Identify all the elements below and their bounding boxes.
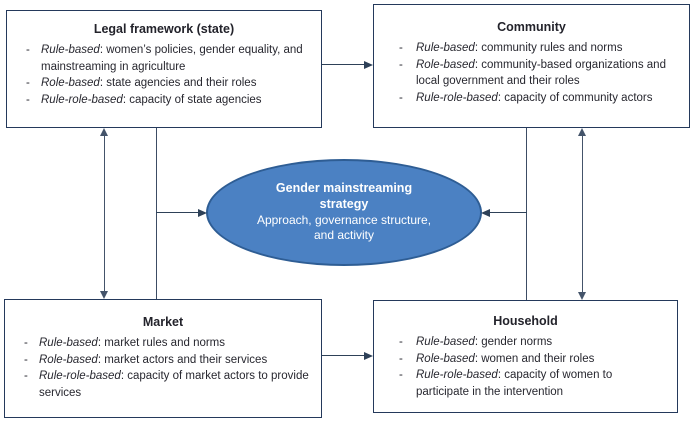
item-lead: Rule-role-based [416,369,498,381]
bullet-dash: - [399,352,403,365]
list-item: - Role-based: state agencies and their r… [19,75,309,92]
item-lead: Role-based [41,77,100,89]
strategy-ellipse: Gender mainstreaming strategy Approach, … [206,159,482,266]
item-text: : community-based organizations and loca… [416,58,666,88]
arrow-line [322,64,365,65]
item-lead: Rule-based [416,42,475,54]
list-item: - Role-based: market actors and their se… [17,352,309,369]
item-text: : capacity of women to participate in th… [416,369,613,398]
bullet-dash: - [399,369,403,381]
arrow-line [581,134,583,293]
arrowhead-right-icon [198,208,207,217]
box-title-legal-framework: Legal framework (state) [93,22,235,36]
arrowhead-left-icon [481,208,490,217]
arrow-line [490,212,527,213]
bullet-dash: - [24,337,28,349]
item-text: : women’s policies, gender equality, and… [41,44,303,73]
list-item: - Rule-role-based: capacity of market ac… [17,368,309,401]
bullet-dash: - [24,353,28,366]
item-lead: Role-based [416,352,475,365]
ellipse-title: Gender mainstreaming strategy [275,180,413,211]
item-text: : capacity of market actors to provide s… [39,370,309,399]
bullet-dash: - [26,93,30,106]
connector-line [526,128,527,300]
connector-line [156,128,157,299]
bullet-dash: - [26,44,30,56]
bullet-dash: - [26,77,30,89]
arrowhead-down-icon [99,291,108,299]
bullet-dash: - [399,42,403,54]
item-lead: Rule-based [39,337,98,349]
bullet-dash: - [399,91,403,104]
list-item: - Rule-role-based: capacity of women to … [386,367,665,400]
item-lead: Role-based [416,58,475,71]
arrow-line [156,212,199,213]
item-text: : capacity of state agencies [122,93,262,106]
item-text: : women and their roles [474,352,595,365]
arrow-line [103,134,105,292]
item-text: : capacity of community actors [497,91,653,104]
box-title-community: Community [497,20,566,34]
arrowhead-down-icon [577,292,586,300]
list-item: - Rule-role-based: capacity of state age… [19,92,309,109]
box-title-market: Market [142,315,184,329]
item-lead: Rule-role-based [416,91,498,104]
list-item: - Role-based: community-based organizati… [386,57,677,90]
item-lead: Rule-based [41,44,100,56]
box-household: Household - Rule-based: gender norms - R… [373,300,678,413]
arrowhead-right-icon [364,351,373,360]
item-lead: Rule-role-based [39,370,121,382]
list-item: - Rule-based: market rules and norms [17,335,309,352]
item-text: : state agencies and their roles [99,77,257,89]
bullet-dash: - [399,58,403,71]
list-item: - Rule-role-based: capacity of community… [386,90,677,107]
list-item: - Role-based: women and their roles [386,351,665,368]
item-lead: Rule-based [416,336,475,348]
list-item: - Rule-based: women’s policies, gender e… [19,42,309,75]
item-lead: Rule-role-based [41,93,123,106]
bullet-dash: - [24,370,28,382]
box-market: Market - Rule-based: market rules and no… [4,299,322,418]
arrowhead-up-icon [99,128,108,136]
arrowhead-right-icon [364,60,373,69]
box-title-household: Household [493,314,558,328]
ellipse-subtitle: Approach, governance structure, and acti… [256,212,432,243]
box-community: Community - Rule-based: community rules … [373,4,690,128]
arrow-line [322,355,365,356]
box-legal-framework: Legal framework (state) - Rule-based: wo… [6,10,322,128]
item-text: : market rules and norms [97,337,226,349]
item-text: : market actors and their services [97,353,268,366]
list-item: - Rule-based: community rules and norms [386,40,677,57]
item-text: : gender norms [474,336,553,348]
item-text: : community rules and norms [474,42,623,54]
item-lead: Role-based [39,353,98,366]
bullet-dash: - [399,336,403,348]
arrowhead-up-icon [577,128,586,136]
list-item: - Rule-based: gender norms [386,334,665,351]
